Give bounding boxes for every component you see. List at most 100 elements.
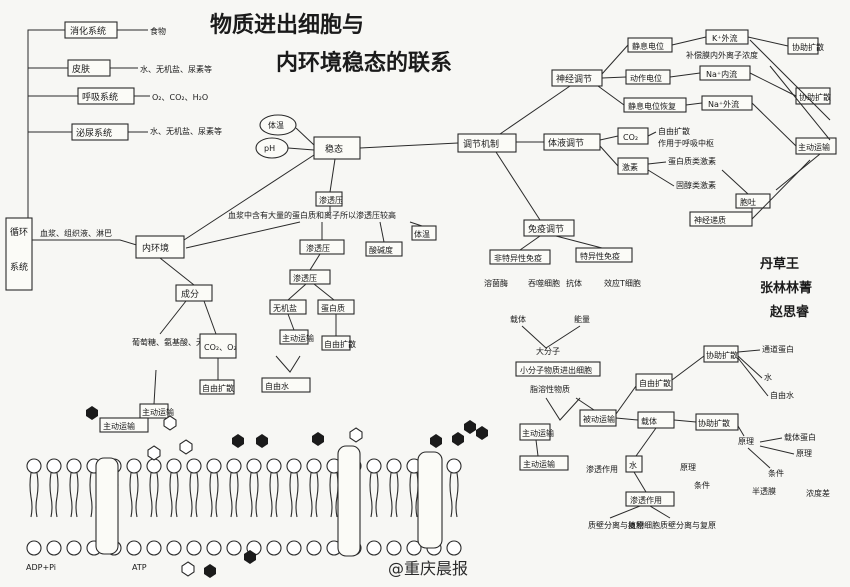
svg-text:抗体: 抗体 [566,278,582,288]
food-label: 食物 [150,26,166,36]
svg-text:胞吐: 胞吐 [740,197,756,207]
left-systems: 消化系统 食物 皮肤 水、无机盐、尿素等 呼吸系统 O₂、CO₂、H₂O 泌尿系… [5,21,222,291]
phospholipid [275,472,279,518]
svg-text:协助扩散: 协助扩散 [698,418,730,428]
phospholipid [146,458,162,474]
phospholipid [266,458,282,474]
phospholipid [126,540,142,556]
phospholipid [166,458,182,474]
circulation-node: 循环 [10,226,28,238]
svg-text:特异性免疫: 特异性免疫 [580,251,620,261]
svg-text:主动运输: 主动运输 [798,142,830,152]
cell-membrane [26,406,488,578]
svg-text:被动运输: 被动运输 [583,414,615,424]
molecule-icon [244,550,256,564]
svg-text:渗透压: 渗透压 [319,195,343,205]
svg-text:自由水: 自由水 [770,390,794,400]
phospholipid [26,458,42,474]
molecule-icon [232,434,244,448]
svg-text:蛋白质类激素: 蛋白质类激素 [668,156,716,166]
phospholipid [306,540,322,556]
phospholipid [289,472,293,518]
phospholipid [129,472,133,518]
phospholipid [246,458,262,474]
phospholipid [229,472,233,518]
svg-text:自由扩散: 自由扩散 [202,383,234,393]
svg-text:酸碱度: 酸碱度 [369,245,393,255]
svg-text:溶菌酶: 溶菌酶 [484,278,508,288]
phospholipid [286,540,302,556]
adp-label: ADP+Pi [26,563,56,572]
blood-lymph-label: 血浆、组织液、淋巴 [40,228,112,238]
membrane-protein [95,457,119,555]
phospholipid [55,472,59,518]
svg-text:非特异性免疫: 非特异性免疫 [494,253,542,263]
phospholipid [26,540,42,556]
humoral-branch: 体液调节 CO₂ 激素 自由扩散 作用于呼吸中枢 蛋白质类激素 固醇类激素 胞吐… [516,126,821,227]
phospholipid [409,472,413,518]
phospholipid [449,472,453,518]
svg-text:K⁺外流: K⁺外流 [712,33,737,43]
svg-text:水: 水 [629,460,637,470]
membrane-protein [337,445,361,557]
atp-label: ATP [132,563,147,572]
svg-text:体液调节: 体液调节 [548,137,584,149]
transport-branch: 载体 能量 大分子 小分子物质进出细胞 脂溶性物质 主动运输 主动运输 被动运输… [510,314,830,530]
center-nodes: 体温 pH 稳态 调节机制 内环境 [135,114,517,259]
svg-text:水: 水 [764,372,772,382]
svg-text:主动运输: 主动运输 [142,407,174,417]
molecule-icon [452,432,464,446]
molecule-icon [256,434,268,448]
svg-text:免疫调节: 免疫调节 [528,223,564,235]
molecule-icon [430,434,442,448]
regulation-node: 调节机制 [463,138,499,150]
phospholipid [49,472,53,518]
phospholipid [386,458,402,474]
phospholipid [189,472,193,518]
phospholipid [266,540,282,556]
molecule-icon [464,420,476,434]
phospholipid [286,458,302,474]
phospholipid [135,472,139,518]
phospholipid [186,458,202,474]
svg-text:蛋白质: 蛋白质 [321,303,345,313]
nervous-branch: 神经调节 静息电位 K⁺外流 协助扩散 动作电位 Na⁺内流 协助扩散 静息电位… [499,29,837,155]
author-2: 张林林菁 [760,280,812,296]
svg-text:协助扩散: 协助扩散 [799,92,831,102]
phospholipid [35,472,39,518]
svg-text:载体蛋白: 载体蛋白 [784,432,816,442]
nutrients-label: 葡萄糖、氨基酸、无机盐离子 [132,337,236,347]
svg-text:自由扩散: 自由扩散 [324,339,356,349]
respiratory-node: 呼吸系统 [82,91,118,103]
svg-text:协助扩散: 协助扩散 [792,42,824,52]
svg-text:动作电位: 动作电位 [630,73,662,83]
phospholipid [206,540,222,556]
phospholipid [406,540,422,556]
phospholipid [255,472,259,518]
immune-branch: 免疫调节 非特异性免疫 特异性免疫 溶菌酶 吞噬细胞 抗体 效应T细胞 [484,151,641,288]
molecule-icon [86,406,98,420]
small-molecule-node: 小分子物质进出细胞 [520,365,592,375]
svg-text:条件: 条件 [694,480,710,490]
svg-text:植物细胞质壁分离与复原: 植物细胞质壁分离与复原 [628,520,716,530]
svg-text:条件: 条件 [768,468,784,478]
phospholipid [249,472,253,518]
svg-text:自由扩散: 自由扩散 [639,378,671,388]
water-salts-label: 水、无机盐、尿素等 [140,64,212,74]
phospholipid [315,472,319,518]
steady-state-node: 稳态 [325,143,343,155]
svg-text:神经递质: 神经递质 [694,215,726,225]
svg-text:激素: 激素 [622,162,638,172]
svg-text:渗透压: 渗透压 [293,273,317,283]
svg-text:吞噬细胞: 吞噬细胞 [528,278,560,288]
svg-text:通道蛋白: 通道蛋白 [762,344,794,354]
phospholipid [226,458,242,474]
svg-text:原理: 原理 [738,437,754,446]
svg-text:效应T细胞: 效应T细胞 [604,278,641,288]
molecule-icon [147,445,161,461]
phospholipid [29,472,33,518]
phospholipid [75,472,79,518]
svg-text:体温: 体温 [268,120,284,130]
svg-text:自由水: 自由水 [265,381,289,391]
